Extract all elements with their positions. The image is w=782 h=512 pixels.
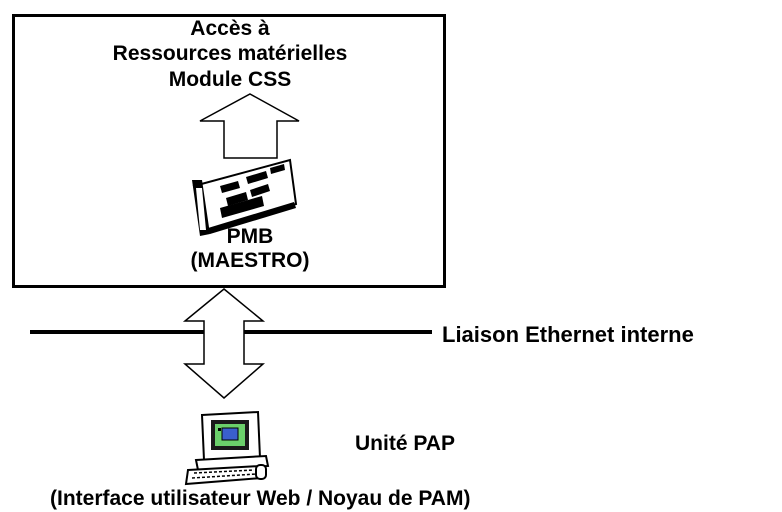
module-title-line-1: Accès à	[190, 17, 270, 40]
circuit-board-icon	[192, 158, 298, 236]
module-title-line-2: Ressources matérielles	[112, 42, 348, 65]
module-title-line-3: Module CSS	[168, 68, 292, 91]
ethernet-label: Liaison Ethernet interne	[442, 322, 694, 347]
pap-caption: (Interface utilisateur Web / Noyau de PA…	[50, 487, 471, 510]
hollow-double-arrow-icon	[182, 288, 266, 399]
hollow-up-arrow-icon	[199, 93, 300, 159]
computer-terminal-icon	[184, 410, 270, 486]
pap-unit-label: Unité PAP	[355, 432, 455, 455]
board-label-line-2: (MAESTRO)	[190, 249, 310, 272]
board-label-line-1: PMB	[226, 225, 274, 248]
